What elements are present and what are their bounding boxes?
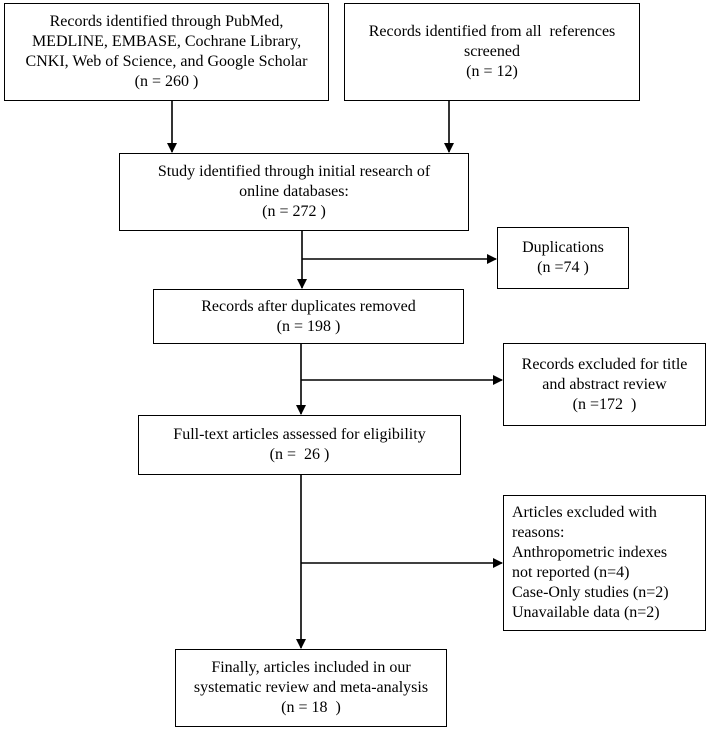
box-line: (n = 26 ) bbox=[269, 446, 330, 463]
box-line: and abstract review bbox=[542, 375, 667, 393]
box-line: not reported (n=4) bbox=[512, 564, 630, 581]
box-excluded-with-reasons: Articles excluded with reasons: Anthropo… bbox=[503, 495, 706, 631]
box-line: (n = 12) bbox=[466, 63, 518, 80]
box-final-included: Finally, articles included in our system… bbox=[175, 649, 447, 727]
box-line: (n = 260 ) bbox=[134, 73, 199, 90]
box-line: systematic review and meta-analysis bbox=[193, 679, 429, 696]
box-line: Articles excluded with bbox=[512, 504, 657, 521]
box-fulltext-assessed: Full-text articles assessed for eligibil… bbox=[138, 415, 461, 475]
box-line: Records identified through PubMed, bbox=[49, 13, 284, 30]
box-line: Records after duplicates removed bbox=[201, 297, 416, 315]
box-line: Anthropometric indexes bbox=[512, 544, 668, 561]
box-line: screened bbox=[464, 43, 520, 60]
box-line: online databases: bbox=[239, 183, 349, 200]
box-line: Study identified through initial researc… bbox=[157, 163, 431, 180]
box-duplications: Duplications (n =74 ) bbox=[497, 227, 629, 289]
box-records-databases: Records identified through PubMed, MEDLI… bbox=[4, 3, 329, 101]
box-line: CNKI, Web of Science, and Google Scholar bbox=[25, 53, 308, 70]
box-line: (n = 272 ) bbox=[262, 203, 326, 220]
box-line: (n = 198 ) bbox=[276, 317, 341, 335]
box-records-references: Records identified from all references s… bbox=[344, 3, 640, 101]
box-line: (n = 18 ) bbox=[281, 699, 341, 716]
box-line: reasons: bbox=[512, 524, 565, 541]
box-line: MEDLINE, EMBASE, Cochrane Library, bbox=[31, 33, 302, 50]
box-line: Unavailable data (n=2) bbox=[512, 604, 660, 621]
box-line: (n =172 ) bbox=[572, 395, 637, 413]
box-initial-identification: Study identified through initial researc… bbox=[119, 153, 469, 231]
box-after-duplicates: Records after duplicates removed (n = 19… bbox=[153, 289, 464, 344]
box-line: Duplications bbox=[522, 239, 604, 256]
box-line: Records excluded for title bbox=[521, 355, 688, 373]
box-line: Records identified from all references bbox=[368, 23, 616, 40]
box-excluded-title-abstract: Records excluded for title and abstract … bbox=[503, 343, 706, 426]
box-line: Case-Only studies (n=2) bbox=[512, 584, 669, 601]
box-line: Full-text articles assessed for eligibil… bbox=[173, 426, 426, 443]
box-line: (n =74 ) bbox=[537, 259, 589, 276]
box-line: Finally, articles included in our bbox=[211, 659, 411, 676]
